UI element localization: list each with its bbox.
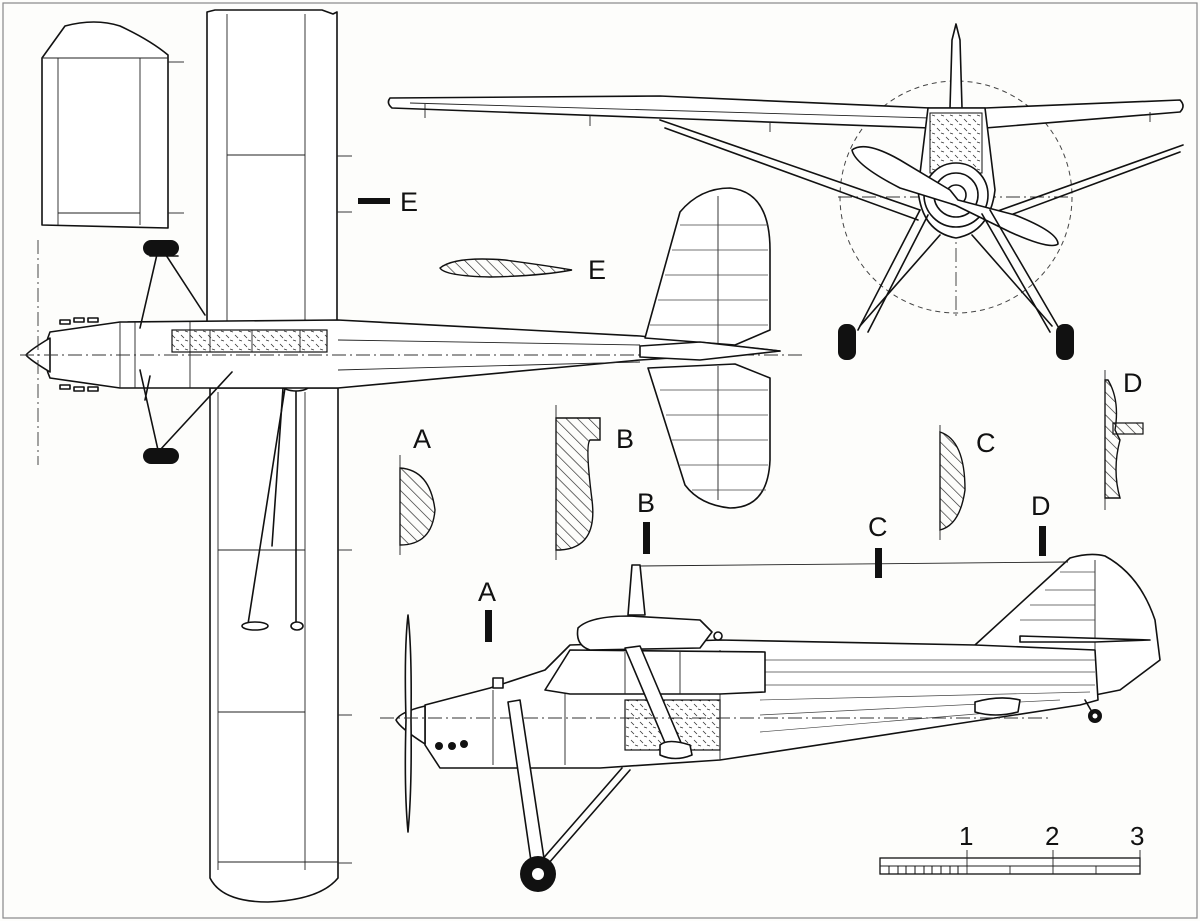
section-marker-c-bar — [875, 548, 882, 578]
plan-view-wing-upper — [206, 9, 338, 323]
front-view — [387, 23, 1184, 360]
aileron-detail-inset — [41, 21, 169, 229]
section-marker-b-bar — [643, 522, 650, 554]
plan-view-stabilizer-upper — [644, 187, 771, 346]
section-profile-e-airfoil — [439, 258, 573, 278]
section-label-e: E — [588, 255, 606, 285]
plan-view-landing-gear — [139, 240, 233, 464]
section-label-c: C — [976, 428, 996, 458]
plan-view — [20, 9, 805, 903]
side-view — [380, 553, 1161, 892]
section-profiles — [399, 258, 1144, 560]
section-marker-b: B — [637, 488, 655, 518]
front-view-propeller — [851, 145, 1059, 247]
side-view-wing — [576, 615, 713, 651]
section-marker-d-bar — [1039, 526, 1046, 556]
plan-view-stabilizer-lower — [647, 363, 771, 509]
plan-view-wing-lower — [209, 387, 339, 903]
front-view-fin — [949, 23, 963, 109]
section-label-b: B — [616, 424, 634, 454]
scale-label-2: 2 — [1045, 821, 1059, 851]
section-marker-a-bar — [485, 610, 492, 642]
front-view-wing — [387, 95, 1184, 129]
section-marker-a: A — [478, 577, 496, 607]
scale-label-1: 1 — [959, 821, 973, 851]
section-label-d: D — [1123, 368, 1143, 398]
side-view-propeller — [404, 614, 412, 833]
section-marker-e-bar — [358, 198, 390, 204]
section-label-a: A — [413, 424, 431, 454]
section-marker-e: E — [400, 187, 418, 217]
scale-label-3: 3 — [1130, 821, 1144, 851]
section-profile-a — [399, 467, 436, 546]
section-marker-d: D — [1031, 491, 1051, 521]
section-profile-d — [1104, 379, 1121, 499]
side-view-canopy — [544, 649, 766, 695]
section-profile-c — [939, 431, 966, 531]
section-marker-c: C — [868, 512, 888, 542]
section-profile-b — [555, 417, 601, 551]
scale-bar: 1 2 3 — [879, 821, 1144, 875]
